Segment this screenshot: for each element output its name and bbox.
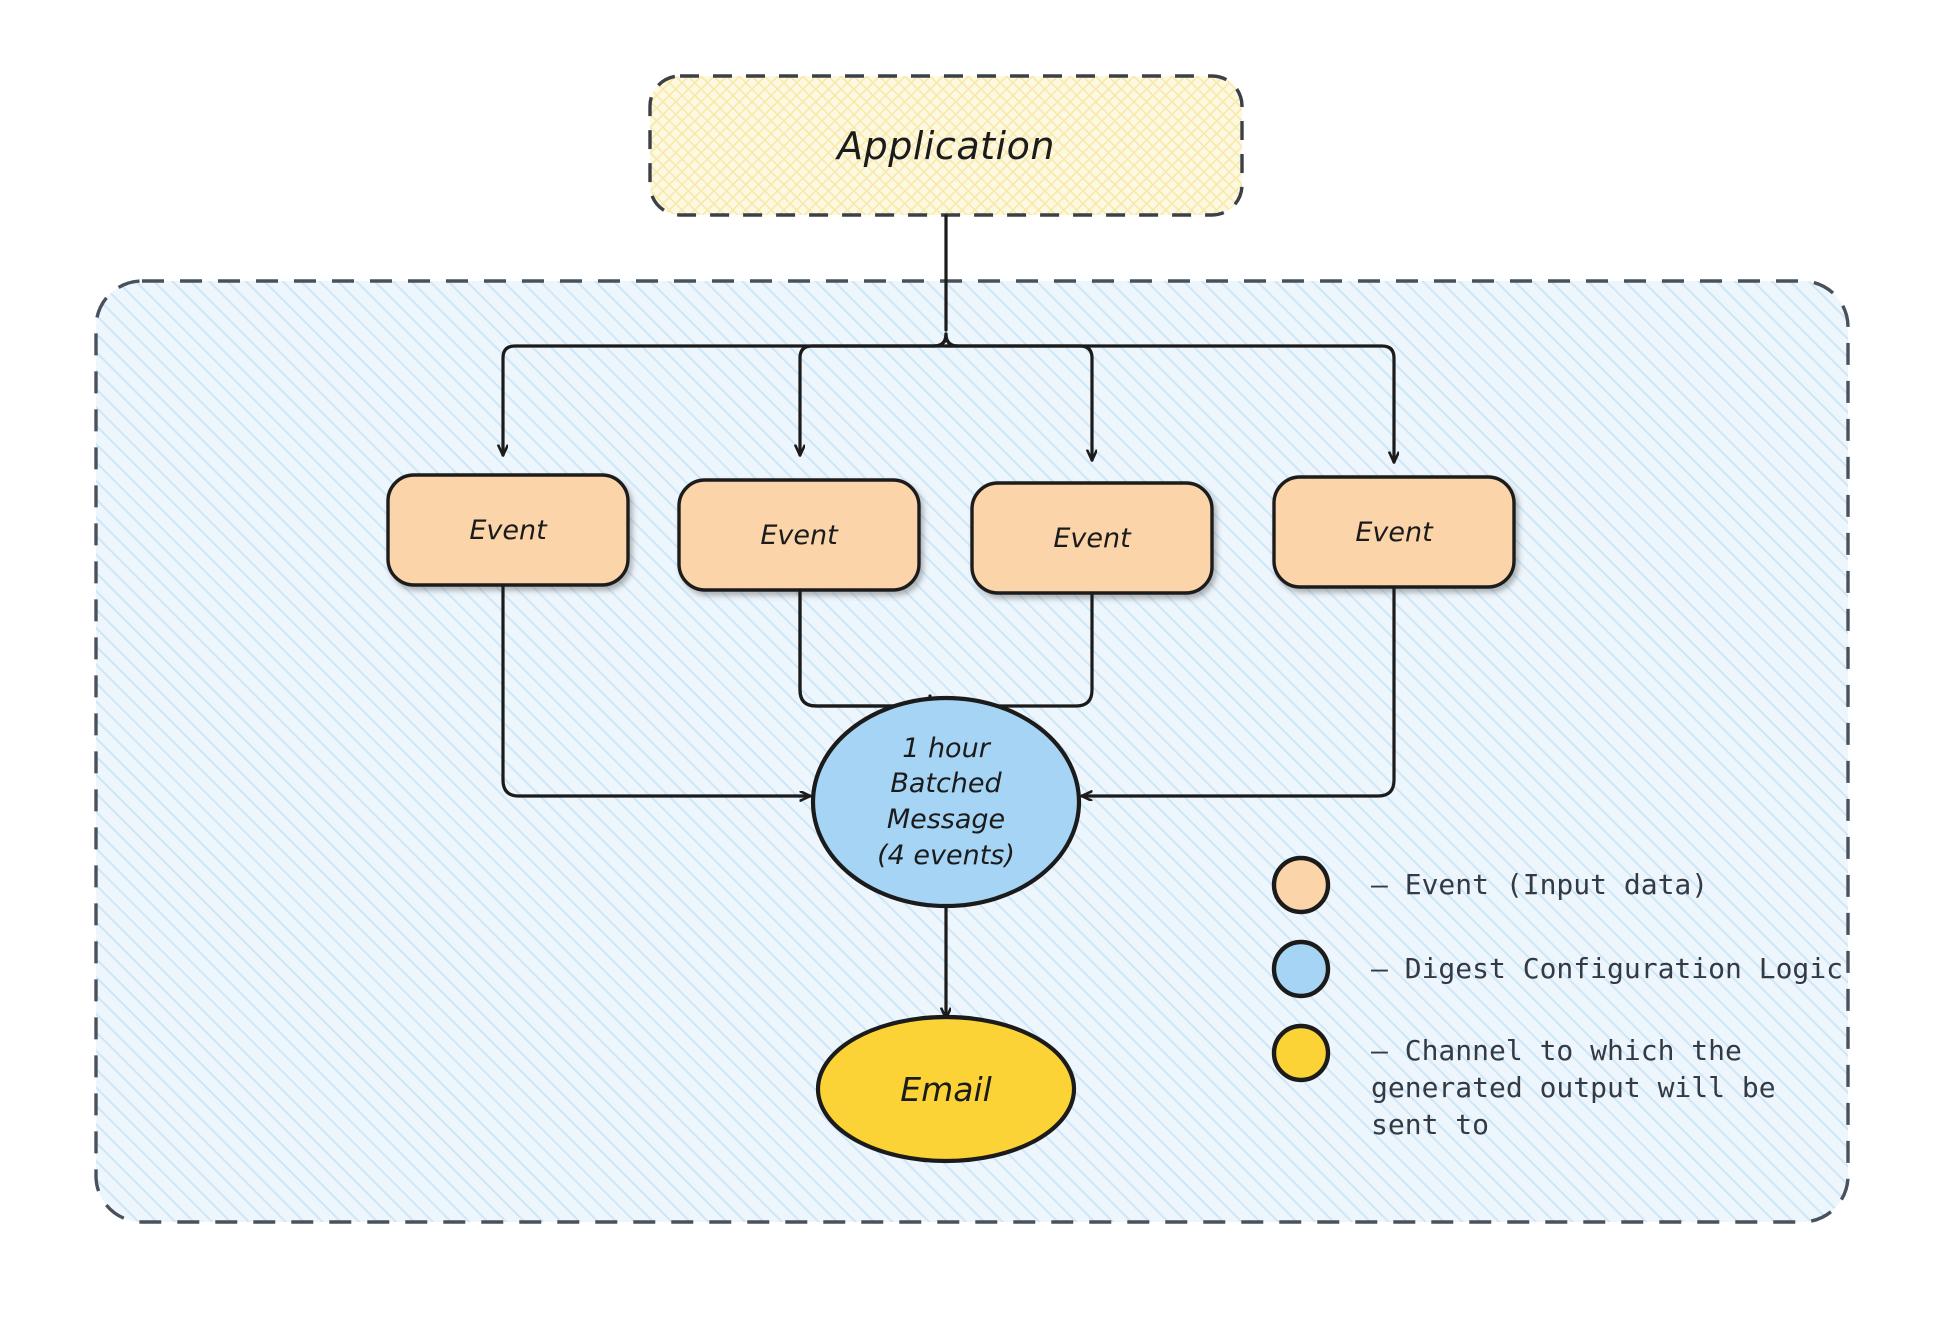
application-node[interactable] bbox=[648, 74, 1244, 217]
event-box-4 bbox=[1272, 475, 1516, 589]
event-box-2 bbox=[677, 478, 921, 592]
email-node[interactable] bbox=[815, 1014, 1077, 1164]
event-box-3 bbox=[970, 481, 1214, 595]
legend-label-channel: – Channel to which the generated output … bbox=[1371, 1034, 1776, 1142]
legend-swatch-event bbox=[1271, 855, 1331, 915]
legend bbox=[1271, 855, 1331, 1083]
digest-node[interactable] bbox=[810, 695, 1082, 909]
legend-swatch-channel bbox=[1271, 1023, 1331, 1083]
legend-label-event: – Event (Input data) bbox=[1371, 868, 1709, 901]
event-box-1 bbox=[386, 473, 630, 587]
legend-label-digest: – Digest Configuration Logic bbox=[1371, 952, 1844, 985]
application-to-events-edges bbox=[503, 214, 1394, 462]
legend-swatch-digest bbox=[1271, 939, 1331, 999]
event-nodes[interactable] bbox=[386, 473, 1516, 595]
